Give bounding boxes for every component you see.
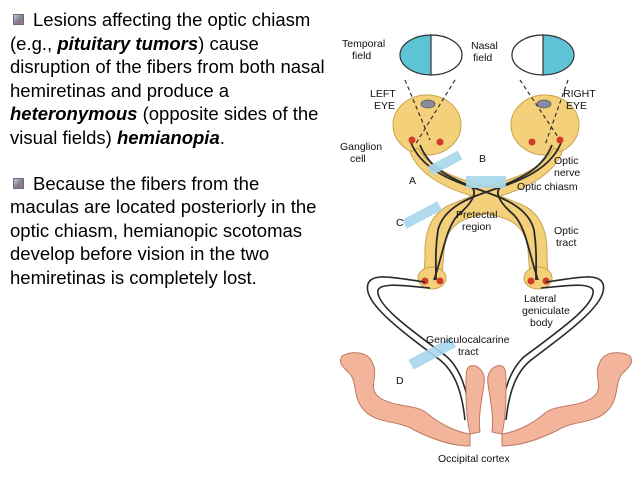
para2-text: Because the fibers from the maculas are … [10,172,317,288]
label-lesion-b: B [479,153,486,165]
label-temporal-field-2: field [352,50,371,62]
label-nasal-field-2: field [473,52,492,64]
label-pretectal-1: Pretectal [456,209,497,221]
text-column: Lesions affecting the optic chiasm (e.g.… [10,8,328,312]
eye-lens-markers [420,99,552,109]
label-nasal-field-1: Nasal [471,40,498,52]
projection-lines [404,79,569,146]
label-geniculocalcarine-1: Geniculocalcarine [426,334,510,346]
para1-emph-pituitary: pituitary tumors [57,32,199,54]
geniculocalcarine-tracts [366,276,605,421]
lesion-markers [401,150,506,370]
para1-text-c: (opposite sides of the visual fields) [10,103,319,148]
label-optic-nerve-1: Optic [554,155,579,167]
label-pretectal-2: region [462,221,491,233]
label-temporal-field-1: Temporal [342,38,385,50]
para1-emph-heteronymous: heteronymous [10,103,138,125]
label-occipital-cortex: Occipital cortex [438,453,511,465]
label-optic-tract-1: Optic [554,225,579,237]
right-visual-field [511,34,575,76]
nerve-fibers [409,139,563,281]
label-lgb-3: body [530,317,554,329]
paragraph-macula-scotoma: Because the fibers from the maculas are … [10,172,328,290]
label-optic-tract-2: tract [556,237,577,249]
label-optic-nerve-2: nerve [554,167,580,179]
label-right-eye-1: RIGHT [563,88,596,100]
label-ganglion-2: cell [350,153,366,165]
label-geniculocalcarine-2: tract [458,346,479,358]
label-left-eye-1: LEFT [370,88,396,100]
paragraph-chiasm-lesions: Lesions affecting the optic chiasm (e.g.… [10,8,328,150]
para1-text-d: . [219,126,225,148]
label-lesion-c: C [396,217,404,229]
bullet-icon [13,177,24,189]
label-right-eye-2: EYE [566,100,587,112]
occipital-cortex [339,352,633,447]
left-visual-field [399,34,463,76]
label-ganglion-1: Ganglion [340,141,382,153]
ganglion-cells [408,136,564,285]
label-lesion-a: A [409,175,416,187]
label-optic-chiasm: Optic chiasm [517,181,578,193]
para1-emph-hemianopia: hemianopia [116,126,220,148]
para1-text-b: ) cause disruption of the fibers from bo… [10,32,325,101]
label-left-eye-2: EYE [374,100,395,112]
para1-text-a: Lesions affecting the optic chiasm (e.g.… [10,9,311,54]
label-lgb-2: geniculate [522,305,570,317]
label-lesion-d: D [396,375,404,387]
bullet-icon [13,14,24,25]
label-lgb-1: Lateral [524,293,556,305]
